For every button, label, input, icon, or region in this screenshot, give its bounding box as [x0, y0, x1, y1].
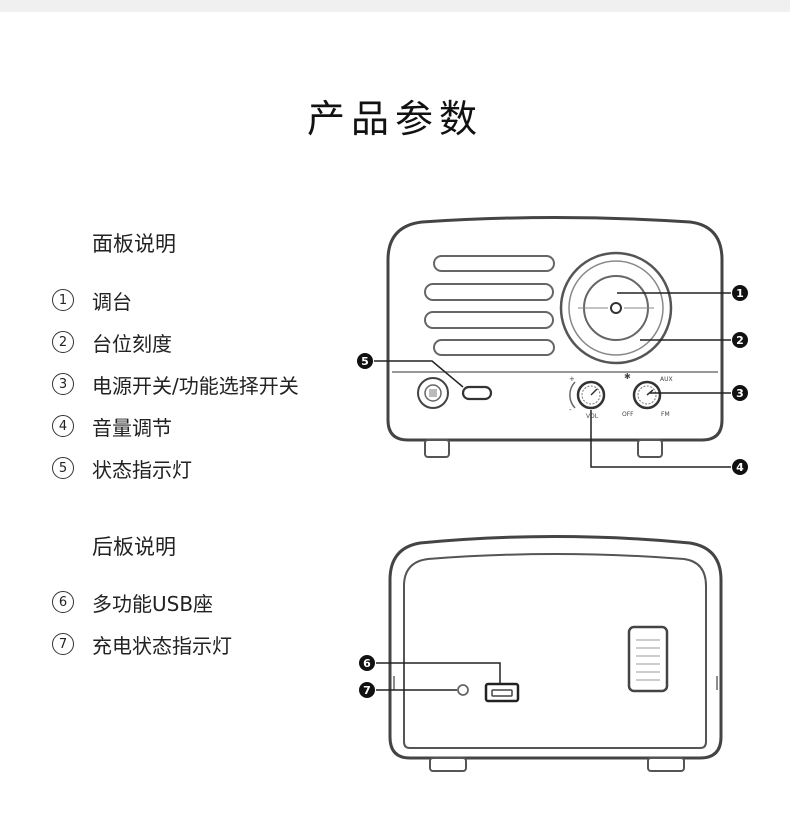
list-item: 5 状态指示灯: [52, 447, 299, 489]
list-item: 6 多功能USB座: [52, 581, 232, 623]
callout-2: 2: [732, 332, 748, 348]
callout-1: 1: [732, 285, 748, 301]
volume-knob: + - VOL: [569, 375, 606, 420]
svg-text:7: 7: [363, 684, 371, 697]
item-label: 电源开关/功能选择开关: [92, 373, 299, 398]
list-item: 4 音量调节: [52, 405, 299, 447]
front-panel-heading: 面板说明: [92, 232, 176, 256]
aux-label: AUX: [660, 376, 673, 383]
item-label: 音量调节: [92, 415, 172, 440]
callout-7: 7: [359, 682, 375, 698]
list-item: 3 电源开关/功能选择开关: [52, 363, 299, 405]
fm-label: FM: [661, 411, 670, 418]
tuning-dial: [559, 251, 673, 365]
speaker-grille: [424, 255, 555, 356]
item-label: 状态指示灯: [92, 457, 192, 482]
svg-text:6: 6: [363, 657, 371, 670]
back-panel-list: 6 多功能USB座 7 充电状态指示灯: [52, 581, 232, 665]
page-title: 产品参数: [306, 97, 483, 141]
top-bar: [0, 0, 790, 12]
item-number: 6: [52, 591, 74, 613]
item-number: 1: [52, 289, 74, 311]
foot: [424, 439, 450, 458]
item-number: 3: [52, 373, 74, 395]
front-panel-list: 1 调台 2 台位刻度 3 电源开关/功能选择开关 4 音量调节 5 状态指示灯: [52, 279, 299, 489]
svg-text:3: 3: [736, 387, 744, 400]
item-number: 7: [52, 633, 74, 655]
callout-3: 3: [732, 385, 748, 401]
foot: [637, 439, 663, 458]
item-number: 2: [52, 331, 74, 353]
svg-text:2: 2: [736, 334, 744, 347]
svg-text:1: 1: [736, 287, 744, 300]
power-mode-knob: ✱ AUX OFF FM: [622, 372, 673, 418]
off-label: OFF: [622, 411, 634, 418]
vol-label: VOL: [586, 413, 599, 420]
svg-text:-: -: [569, 406, 572, 414]
callout-6: 6: [359, 655, 375, 671]
callout-5: 5: [357, 353, 373, 369]
radio-front-view: + - VOL ✱ AUX OFF FM 1 2: [357, 216, 748, 475]
svg-text:5: 5: [361, 355, 369, 368]
callout-lines: [376, 662, 501, 691]
svg-text:+: +: [569, 375, 575, 383]
callout-lines: [374, 292, 731, 468]
list-item: 7 充电状态指示灯: [52, 623, 232, 665]
status-indicator-light: [461, 385, 493, 401]
foot: [647, 757, 685, 772]
svg-text:4: 4: [736, 461, 744, 474]
front-button: [417, 377, 449, 409]
radio-back-view: 6 7: [359, 535, 723, 772]
svg-text:✱: ✱: [624, 372, 631, 381]
list-item: 2 台位刻度: [52, 321, 299, 363]
item-label: 台位刻度: [92, 331, 172, 356]
callout-4: 4: [732, 459, 748, 475]
item-number: 5: [52, 457, 74, 479]
item-number: 4: [52, 415, 74, 437]
charging-indicator-light: [457, 684, 469, 696]
back-panel-heading: 后板说明: [92, 535, 176, 559]
usb-port: [484, 682, 520, 703]
item-label: 多功能USB座: [92, 591, 214, 616]
list-item: 1 调台: [52, 279, 299, 321]
foot: [429, 757, 467, 772]
item-label: 调台: [92, 289, 132, 314]
item-label: 充电状态指示灯: [92, 633, 232, 658]
rear-vent: [627, 625, 669, 693]
